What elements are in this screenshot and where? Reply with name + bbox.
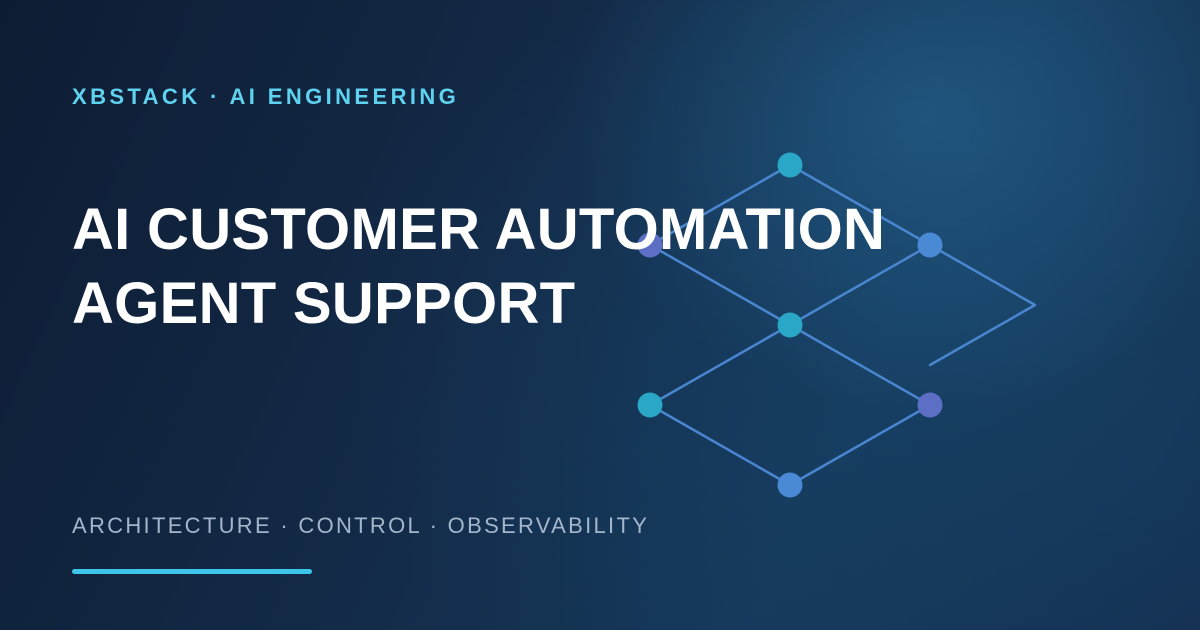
accent-bar — [72, 569, 312, 574]
graph-node — [917, 232, 943, 258]
graph-edge — [788, 163, 932, 247]
eyebrow-label: XBSTACK · AI ENGINEERING — [72, 84, 460, 109]
graph-node — [637, 392, 663, 418]
tagline: ARCHITECTURE · CONTROL · OBSERVABILITY — [72, 513, 650, 538]
graph-node — [777, 312, 803, 338]
graph-edge — [788, 323, 932, 407]
title-line-1: AI CUSTOMER AUTOMATION — [72, 197, 886, 262]
graph-edge — [648, 403, 792, 487]
graph-edge — [648, 323, 792, 407]
graph-node — [637, 232, 663, 258]
graph-node — [777, 152, 803, 178]
graph-edge — [648, 163, 792, 247]
page-title: AI CUSTOMER AUTOMATION AGENT SUPPORT — [72, 193, 885, 341]
graph-edge — [928, 243, 1037, 367]
graph-edge — [648, 243, 792, 327]
graph-nodes — [637, 152, 943, 498]
graph-edges — [648, 163, 1037, 487]
graph-edge — [788, 403, 932, 487]
graph-edge — [788, 243, 932, 327]
graph-node — [777, 472, 803, 498]
title-line-2: AGENT SUPPORT — [72, 271, 576, 336]
graph-node — [917, 392, 943, 418]
